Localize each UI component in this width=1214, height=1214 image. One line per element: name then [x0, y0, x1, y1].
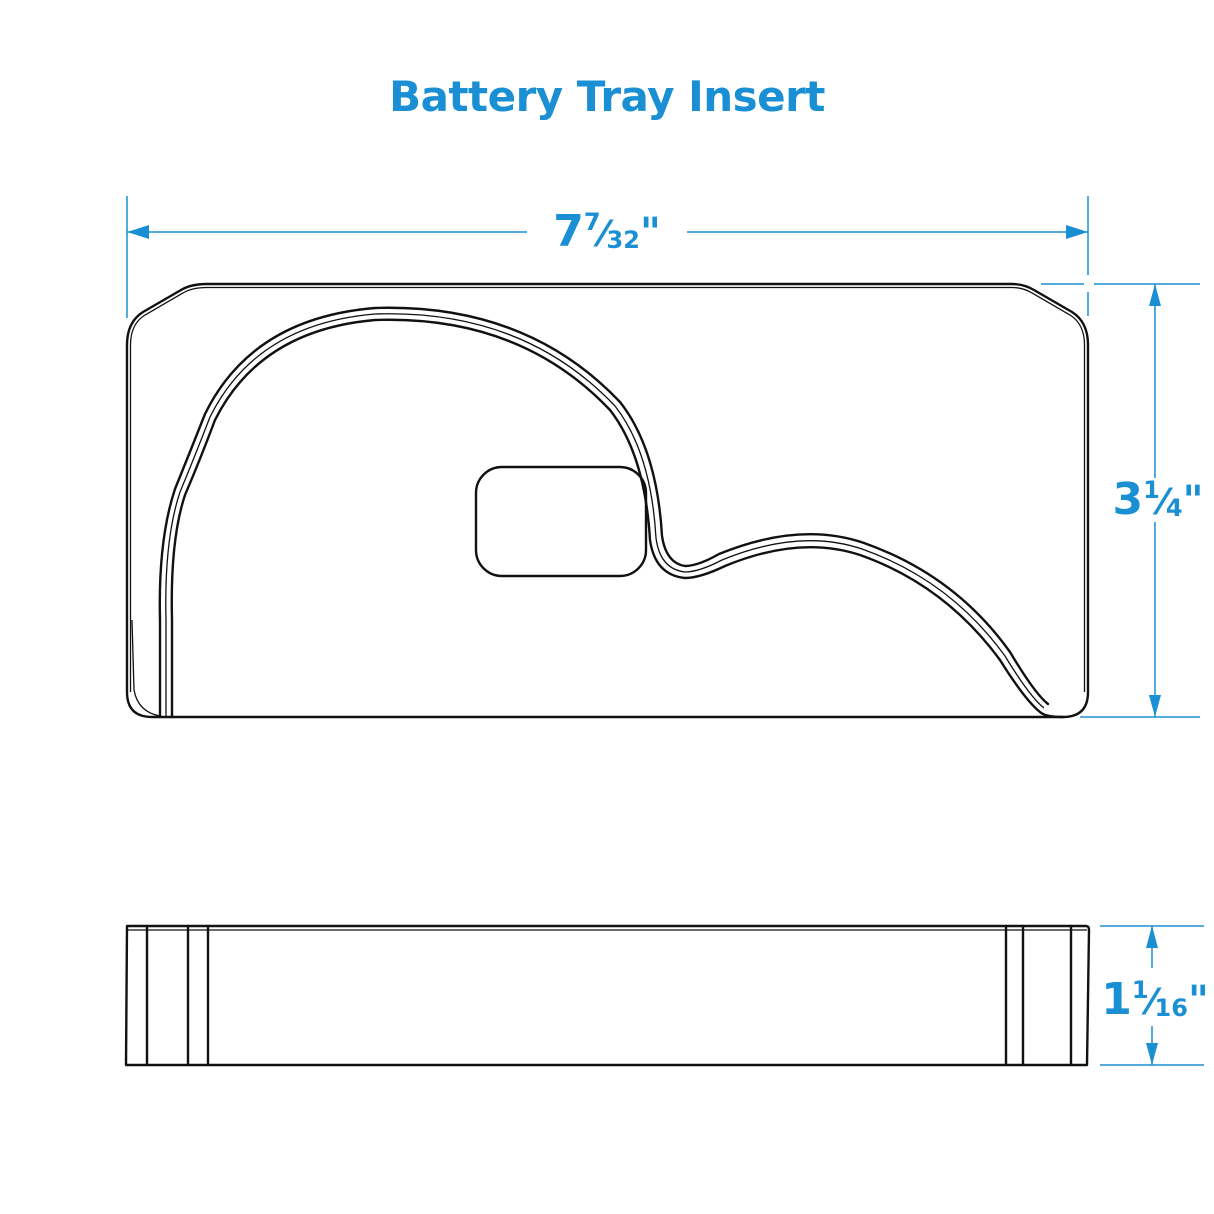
arrow-up-icon — [1146, 926, 1158, 948]
height-denominator: 4 — [1165, 494, 1183, 522]
side-view-outline — [124, 924, 1091, 1067]
depth-dimension — [1100, 925, 1204, 1066]
battery-cavity — [131, 306, 1065, 719]
width-denominator: 32 — [606, 226, 640, 254]
arrow-down-icon — [1146, 1043, 1158, 1065]
diagram-title: Battery Tray Insert — [389, 72, 825, 121]
arrow-down-icon — [1149, 695, 1161, 717]
depth-dimension-label: 11⁄16" — [1100, 978, 1210, 1022]
height-dimension-label: 31⁄4" — [1108, 478, 1208, 522]
inch-mark: " — [1182, 478, 1204, 524]
fraction-slash: ⁄ — [600, 214, 607, 255]
inch-mark: " — [639, 210, 661, 256]
arrow-up-icon — [1149, 284, 1161, 306]
inch-mark: " — [1187, 978, 1209, 1024]
arrow-left-icon — [127, 225, 149, 239]
fraction-slash: ⁄ — [1148, 982, 1155, 1023]
rectangular-recess — [474, 465, 648, 578]
height-numerator: 1 — [1143, 476, 1160, 504]
depth-whole: 1 — [1101, 974, 1132, 1025]
depth-denominator: 16 — [1154, 994, 1188, 1022]
width-numerator: 7 — [583, 208, 601, 236]
top-view-outline — [125, 282, 1090, 719]
width-whole: 7 — [553, 206, 584, 257]
side-view — [124, 924, 1091, 1067]
top-view — [125, 282, 1090, 719]
height-whole: 3 — [1112, 474, 1144, 525]
fraction-slash: ⁄ — [1159, 482, 1166, 523]
arrow-right-icon — [1066, 225, 1088, 239]
depth-numerator: 1 — [1131, 976, 1149, 1004]
width-dimension-label: 77⁄32" — [527, 210, 687, 254]
